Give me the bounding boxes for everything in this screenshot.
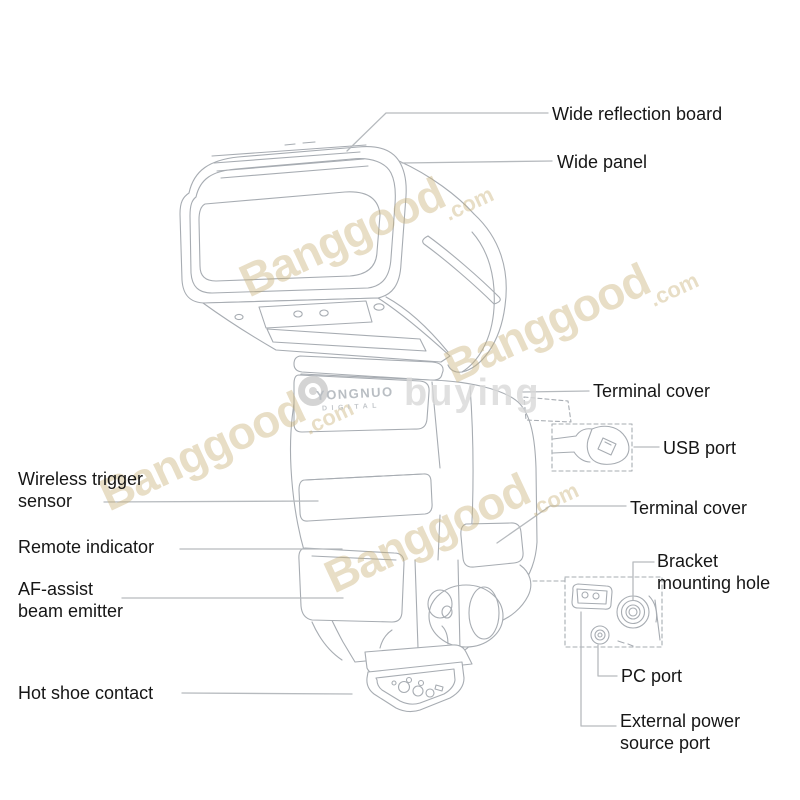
label-af-assist-beam-emitter: AF-assist beam emitter xyxy=(18,579,124,621)
flash-head xyxy=(179,141,507,373)
leader-wide-panel xyxy=(401,160,553,164)
label-usb-port: USB port xyxy=(663,438,737,458)
leader-wide-reflection-board xyxy=(346,112,549,152)
leader-wireless-trigger-sensor xyxy=(103,500,319,503)
label-wireless-trigger-sensor: Wireless trigger sensor xyxy=(18,469,144,511)
terminal-cover-shape xyxy=(460,522,524,568)
label-remote-indicator: Remote indicator xyxy=(18,537,155,557)
usb-port-inset xyxy=(523,396,633,472)
bottom-mechanism xyxy=(414,559,532,651)
label-terminal-cover-top: Terminal cover xyxy=(593,381,711,401)
hot-shoe xyxy=(364,625,473,713)
head-underside-plate xyxy=(202,297,451,363)
leader-bracket-mounting-hole xyxy=(632,561,655,601)
label-terminal-cover-bottom: Terminal cover xyxy=(630,498,748,518)
label-bracket-mounting-hole: Bracket mounting hole xyxy=(657,551,771,593)
leader-pc-port xyxy=(597,644,618,677)
leader-terminal-cover-bottom xyxy=(496,505,627,544)
label-wide-reflection-board: Wide reflection board xyxy=(552,104,723,124)
label-hot-shoe-contact: Hot shoe contact xyxy=(18,683,154,703)
leader-terminal-cover-top xyxy=(522,390,590,393)
label-pc-port: PC port xyxy=(621,666,683,686)
leader-external-power xyxy=(580,611,617,727)
label-wide-panel: Wide panel xyxy=(557,152,648,172)
leader-lines xyxy=(103,112,660,727)
leader-hot-shoe-contact xyxy=(181,692,353,695)
side-ports-inset xyxy=(532,576,663,648)
label-external-power-source-port: External power source port xyxy=(620,711,741,753)
